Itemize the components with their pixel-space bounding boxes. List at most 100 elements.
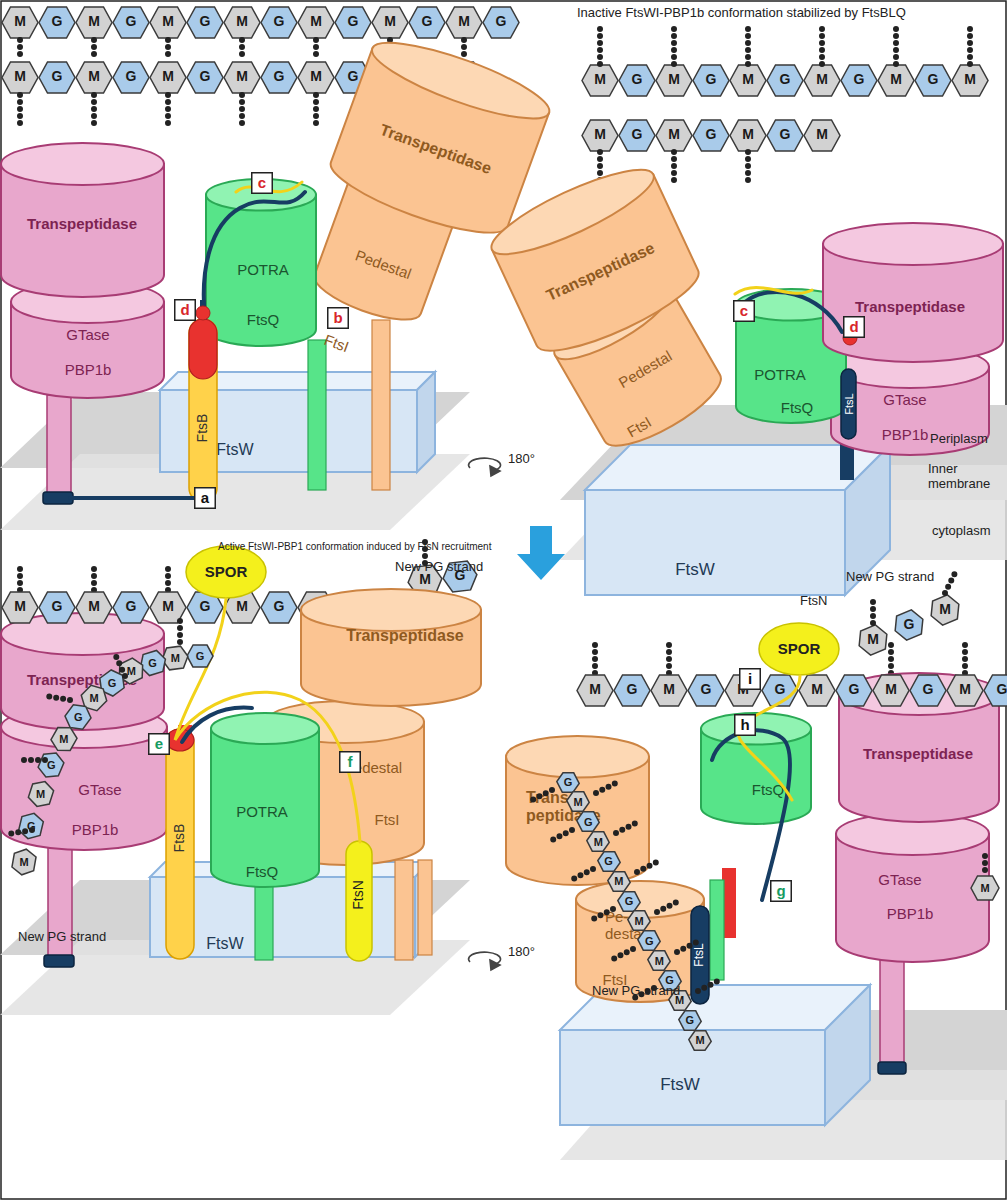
sugar-hexagon: M [929,596,961,624]
sugar-hexagon: M [297,61,335,94]
sugar-letter: M [959,682,971,697]
sugar-hexagon [619,65,655,96]
sugar-hexagon: M [27,782,55,806]
callout-letter: i [748,671,752,688]
sugar-letter: M [14,69,26,84]
sugar-letter: M [574,796,583,808]
sugar-letter: M [419,572,431,587]
sugar-letter: M [695,1034,704,1046]
sugar-letter: G [200,69,211,84]
callout-box [740,669,761,690]
sugar-letter: M [171,651,180,663]
sugar-hexagon [76,7,112,38]
sugar-letter: G [52,599,63,614]
sugar-letter: G [849,682,860,697]
sugar-hexagon: G [408,6,446,39]
spor-domain: SPOR [758,622,840,676]
membrane-plane [0,392,1007,1160]
protein-label: Transpeptidase [855,299,965,316]
protein-domain [210,712,320,887]
sugar-hexagon: M [576,674,614,707]
protein-label: PBP1b [65,362,112,379]
sugar-hexagon [76,62,112,93]
figure-label: New PG strand [846,570,934,585]
protein-label: FtsQ [752,782,785,799]
callout-box [340,752,361,773]
callout-box: b [327,307,349,329]
pbp1b-stalk [878,1062,906,1074]
sugar-letter: M [310,14,322,29]
sugar-hexagon: G [260,591,298,624]
sugar-letter: G [27,820,36,832]
protein-domain [266,701,424,743]
sugar-hexagon: M [149,591,187,624]
sugar-hexagon [187,645,213,667]
sugar-hexagon: M [445,6,483,39]
sugar-hexagon [261,62,297,93]
sugar-letter: M [594,835,603,847]
sugar-hexagon: M [857,626,889,654]
protein-domain: FtsQ [700,712,812,824]
protein-domain: Transpeptidase [822,222,1004,362]
protein-label: FtsN [351,880,366,910]
sugar-hexagon: G [692,64,730,97]
sugar-hexagon: G [186,6,224,39]
sugar-hexagon: M [655,119,693,152]
sugar-letter: M [127,665,136,677]
sugar-hexagon: M [297,6,335,39]
sugar-letter: M [663,682,675,697]
sugar-letter: M [816,127,828,142]
sugar-letter: G [627,682,638,697]
protein-domain [1,143,164,185]
callout-box: a [194,487,216,509]
membrane-protein-box [560,985,870,1125]
sugar-hexagon: G [37,753,65,777]
protein-domain [576,881,704,918]
figure-label: cytoplasm [932,524,991,539]
callout-letter: f [348,754,353,771]
sugar-hexagon [76,592,112,623]
sugar-hexagon: G [260,6,298,39]
figure-label: Active FtsWI-PBP1 conformation induced b… [218,541,491,553]
callout-box [844,317,865,338]
sugar-hexagon: G [112,591,150,624]
sugar-letter: G [200,599,211,614]
spor-domain [759,623,839,675]
sugar-hexagon [483,7,519,38]
sugar-hexagon [577,675,613,706]
protein-label: FtsQ [781,400,814,417]
protein-label: FtsI [375,812,400,829]
sugar-letter: M [458,14,470,29]
sugar-letter: M [88,599,100,614]
protein-label: PBP1b [887,906,934,923]
sugar-letter: G [126,599,137,614]
sugar-letter: M [668,127,680,142]
sugar-hexagon [39,62,75,93]
figure-label: Inner membrane [928,462,1004,492]
sugar-hexagon: M [877,64,915,97]
sugar-letter: G [923,682,934,697]
protein-label: GTase [78,782,121,799]
sugar-hexagon: M [371,6,409,39]
sugar-hexagon: M [872,674,910,707]
sugar-letter: M [384,14,396,29]
callout-box: d [174,299,196,321]
sugar-hexagon [39,7,75,38]
figure-label: FtsN [800,594,827,609]
figure-label: New PG strand [592,984,680,999]
sugar-hexagon: G [766,119,804,152]
sugar-letter: G [126,69,137,84]
protein-domain [839,673,999,715]
sugar-hexagon [113,592,149,623]
protein-label: FtsW [216,441,253,459]
sugar-hexagon [693,65,729,96]
sugar-hexagon [878,65,914,96]
protein-label: POTRA [237,262,289,279]
sugar-hexagon: G [687,674,725,707]
sugar-letter: G [854,72,865,87]
protein-domain [506,736,649,778]
sugar-hexagon: M [75,6,113,39]
callout-box [328,308,349,329]
protein-label: GTase [883,392,926,409]
